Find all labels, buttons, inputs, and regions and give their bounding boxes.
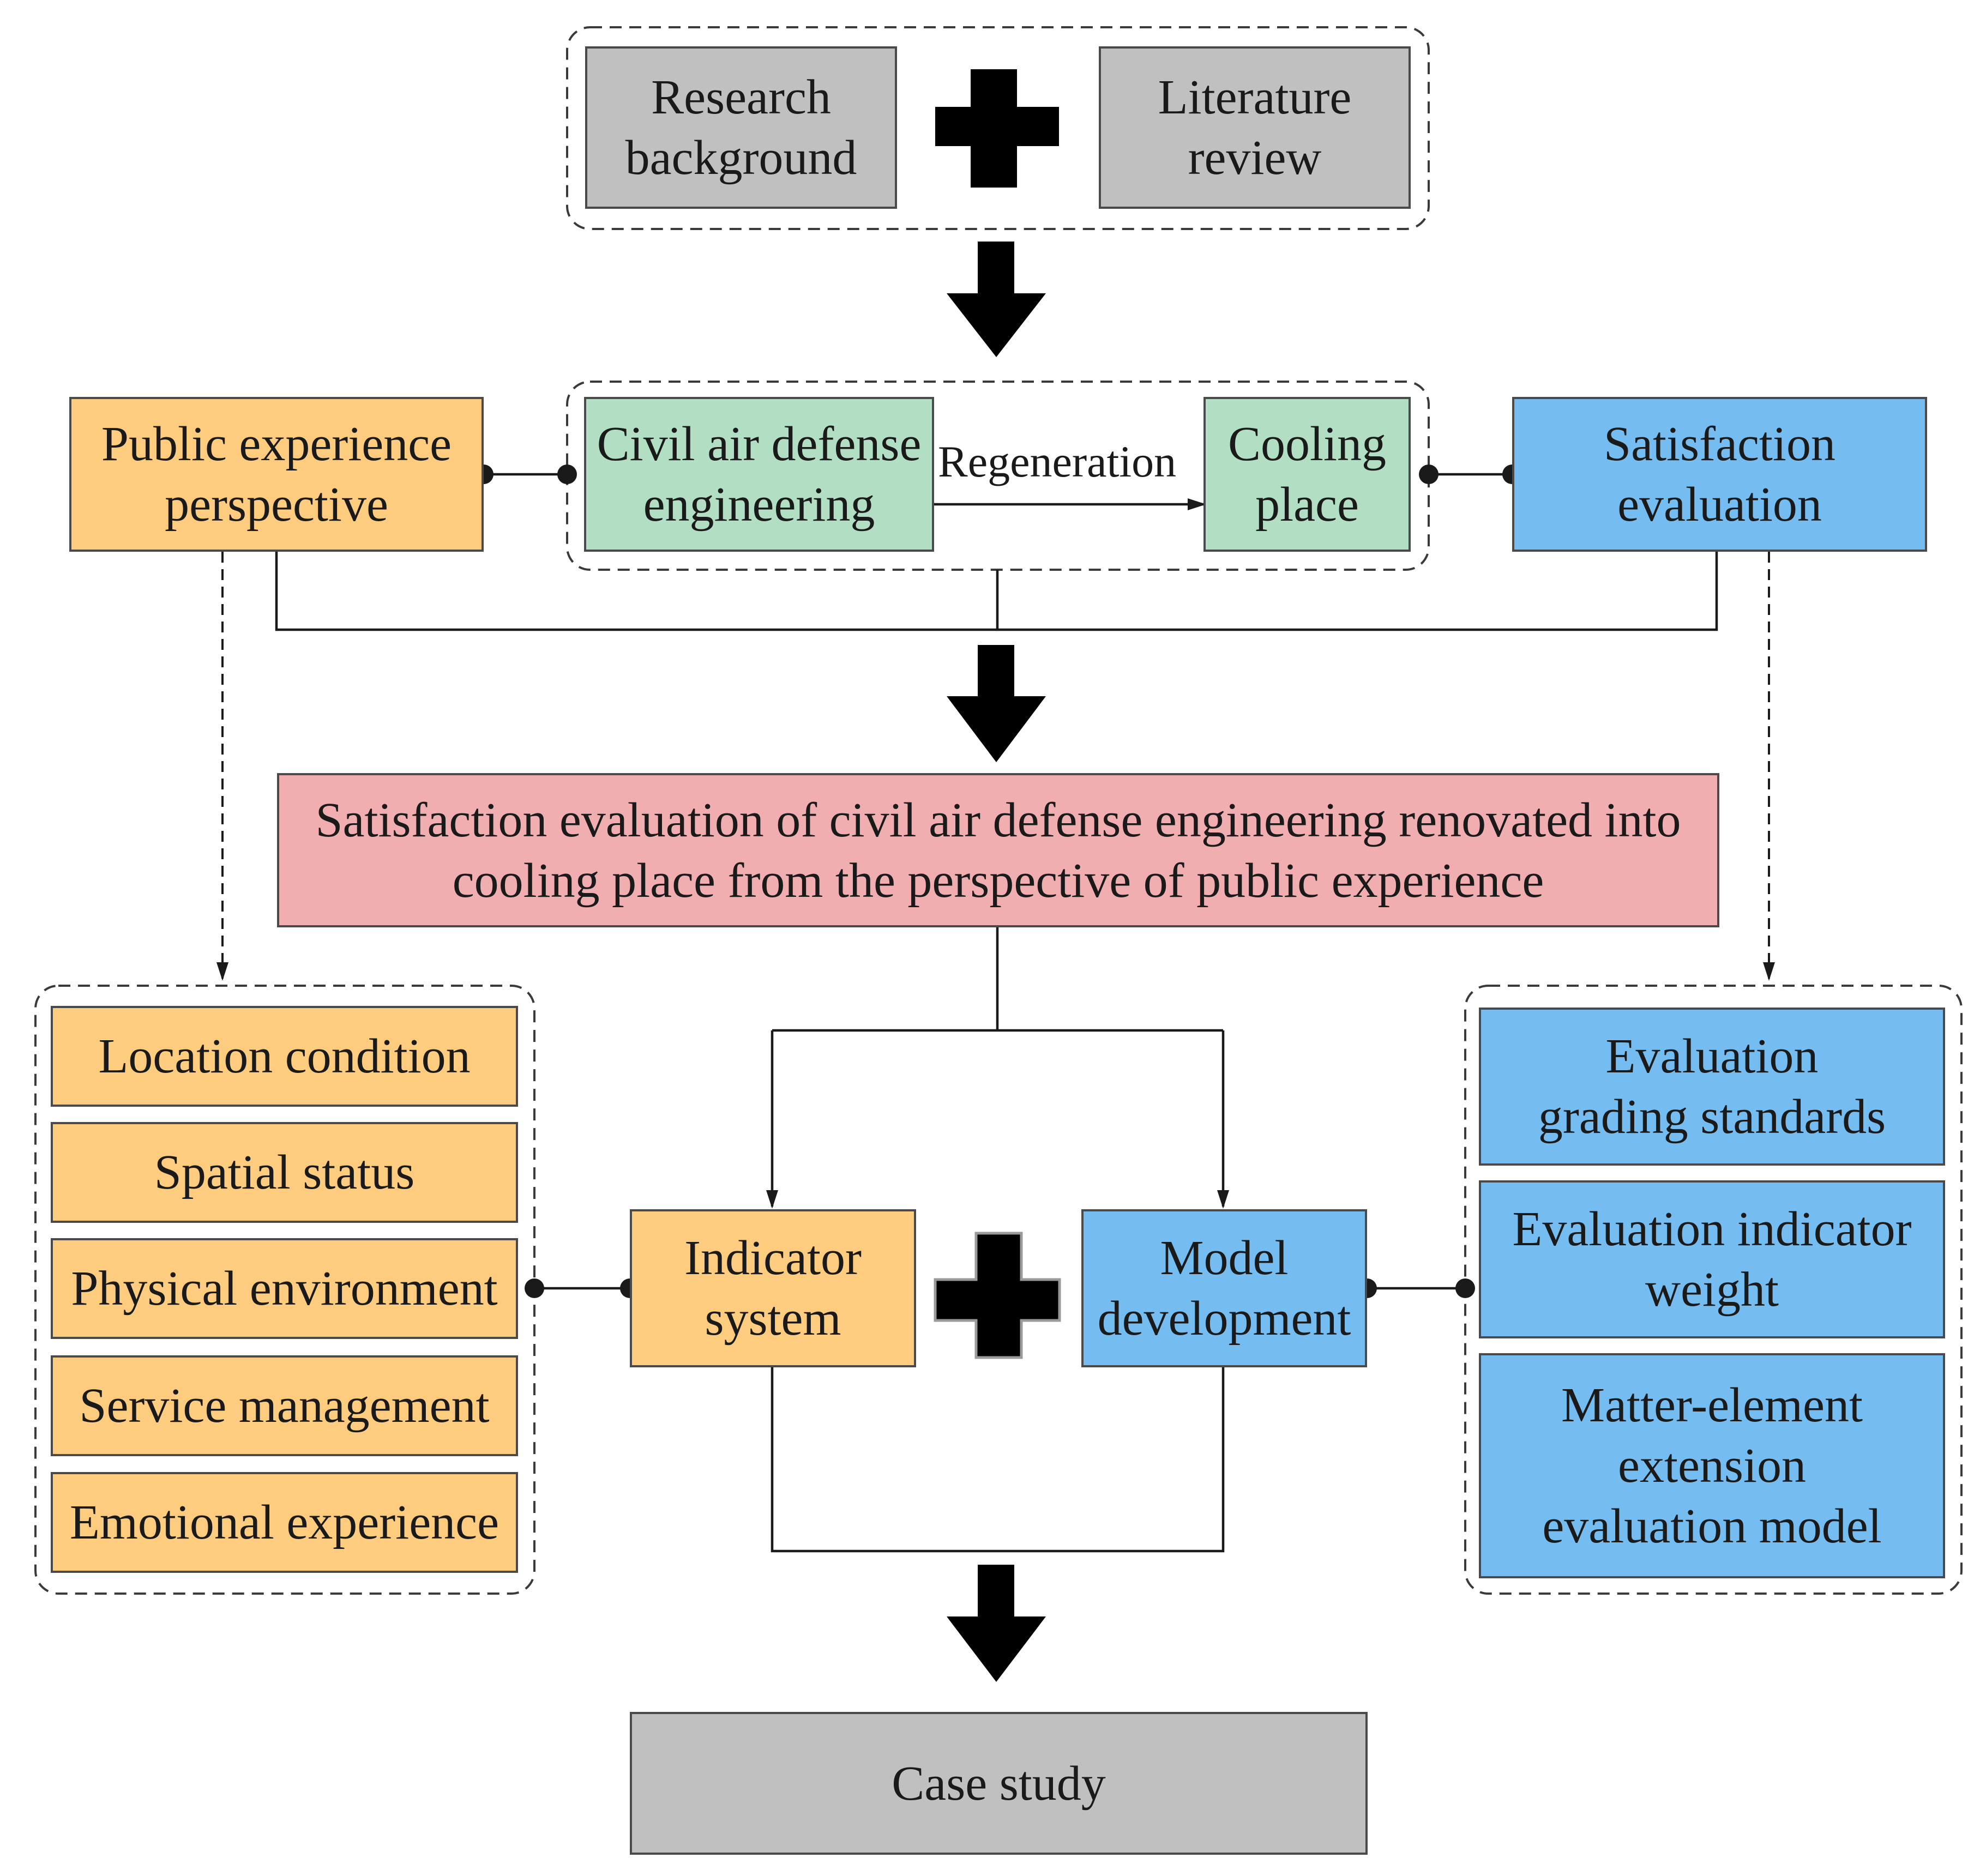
matter-element-extension-model-box: Matter-element extension evaluation mode… bbox=[1479, 1353, 1945, 1578]
physical-environment-box: Physical environment bbox=[51, 1238, 518, 1339]
cooling-place-box: Cooling place bbox=[1203, 397, 1411, 552]
indicator-system-box: Indicator system bbox=[630, 1209, 916, 1367]
evaluation-indicator-weight-box: Evaluation indicator weight bbox=[1479, 1180, 1945, 1338]
evaluation-grading-standards-box: Evaluation grading standards bbox=[1479, 1008, 1945, 1166]
top-group-frame bbox=[566, 26, 1430, 230]
literature-review-box: Literature review bbox=[1099, 46, 1411, 209]
research-background-box: Research background bbox=[585, 46, 897, 209]
public-experience-perspective-box: Public experience perspective bbox=[69, 397, 484, 552]
down-arrow-icon-3 bbox=[947, 1565, 1046, 1682]
plus-icon-middle bbox=[934, 1232, 1061, 1359]
regeneration-label: Regeneration bbox=[938, 437, 1177, 486]
case-study-box: Case study bbox=[630, 1712, 1368, 1855]
central-research-topic-box: Satisfaction evaluation of civil air def… bbox=[277, 773, 1719, 927]
satisfaction-evaluation-box: Satisfaction evaluation bbox=[1512, 397, 1927, 552]
emotional-experience-box: Emotional experience bbox=[51, 1472, 518, 1573]
plus-icon-top bbox=[935, 69, 1059, 188]
spatial-status-box: Spatial status bbox=[51, 1122, 518, 1223]
location-condition-box: Location condition bbox=[51, 1006, 518, 1107]
model-development-box: Model development bbox=[1081, 1209, 1367, 1367]
down-arrow-icon-1 bbox=[947, 242, 1046, 357]
civil-air-defense-engineering-box: Civil air defense engineering bbox=[584, 397, 934, 552]
down-arrow-icon-2 bbox=[947, 645, 1046, 762]
service-management-box: Service management bbox=[51, 1355, 518, 1456]
